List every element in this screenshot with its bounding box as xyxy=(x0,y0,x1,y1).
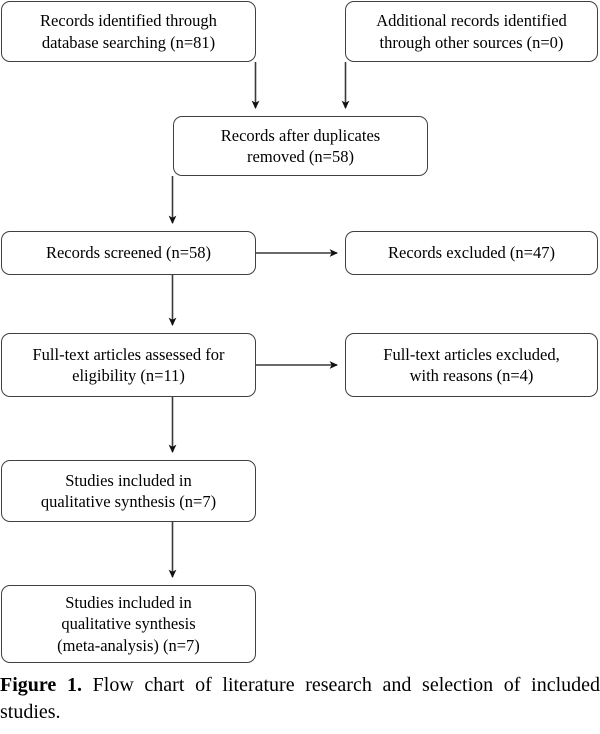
flow-node-fulltext-excluded: Full-text articles excluded,with reasons… xyxy=(345,333,598,397)
figure-caption-text: Flow chart of literature research and se… xyxy=(0,674,600,723)
flow-node-label: Records excluded (n=47) xyxy=(388,243,555,263)
flow-node-records-excluded: Records excluded (n=47) xyxy=(345,231,598,275)
figure-caption: Figure 1. Flow chart of literature resea… xyxy=(0,672,600,725)
flow-node-records-screened: Records screened (n=58) xyxy=(1,231,256,275)
figure-caption-label: Figure 1. xyxy=(0,674,82,696)
flow-node-label: Full-text articles excluded,with reasons… xyxy=(383,344,560,385)
flow-node-label: Records screened (n=58) xyxy=(45,243,212,263)
